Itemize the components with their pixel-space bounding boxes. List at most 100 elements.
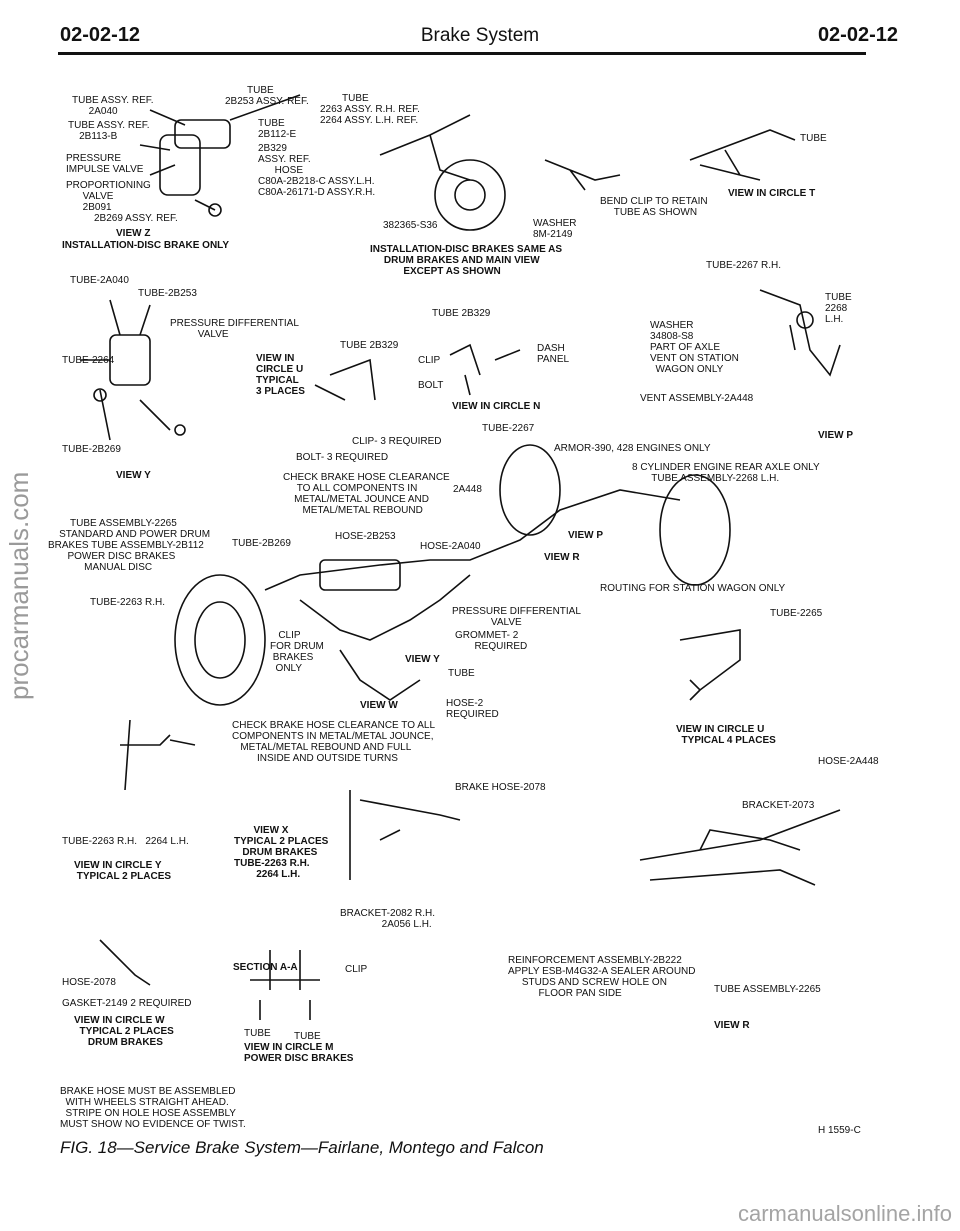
label-tube-2a040: TUBE-2A040 — [70, 275, 129, 286]
label-hose-2078: HOSE-2078 — [62, 977, 116, 988]
label-grommet: GROMMET- 2 REQUIRED — [455, 630, 528, 652]
label-tube-2b113: TUBE ASSY. REF. 2B113-B — [68, 120, 150, 142]
circle-u-drawing — [314, 358, 376, 401]
circle-y-drawing — [120, 719, 196, 791]
label-2b329-ref: 2B329 ASSY. REF. — [258, 143, 311, 165]
view-y-assembly — [80, 299, 186, 441]
side-watermark: procarmanuals.com — [4, 400, 36, 1000]
view-p-drawing — [759, 289, 841, 377]
label-dash-panel: DASH PANEL — [537, 343, 570, 365]
bottom-watermark: carmanualsonline.info — [737, 1201, 952, 1226]
main-routing — [174, 444, 731, 706]
label-view-x: VIEW X TYPICAL 2 PLACES DRUM BRAKES TUBE… — [234, 825, 329, 880]
header-rule — [58, 52, 866, 55]
label-view-r-mid: VIEW R — [544, 552, 580, 563]
circle-u4-drawing — [679, 629, 741, 701]
label-reinforcement: REINFORCEMENT ASSEMBLY-2B222 APPLY ESB-M… — [508, 955, 696, 999]
label-tube-2267-rh: TUBE-2267 R.H. — [706, 260, 782, 271]
label-view-p-mid: VIEW P — [568, 530, 604, 541]
label-tube-small: TUBE — [448, 668, 475, 679]
label-tube-2b112: TUBE 2B112-E — [258, 118, 297, 140]
label-view-y-small: VIEW Y — [405, 654, 440, 665]
label-washer-8m2149: WASHER 8M-2149 — [533, 218, 577, 240]
label-tube-2264: TUBE-2264 — [62, 355, 115, 366]
label-tube-2b253b: TUBE-2B253 — [138, 288, 197, 299]
side-watermark-text: procarmanuals.com — [4, 471, 34, 700]
view-z-assembly — [139, 94, 301, 217]
label-clip-section: CLIP — [345, 964, 368, 975]
label-2b269-assy: 2B269 ASSY. REF. — [94, 213, 178, 224]
label-tube-2263: TUBE 2263 ASSY. R.H. REF. 2264 ASSY. L.H… — [320, 93, 420, 126]
label-view-r: VIEW R — [714, 1020, 750, 1031]
label-382365-s36: 382365-S36 — [383, 220, 438, 231]
label-brake-hose-2078: BRAKE HOSE-2078 — [455, 782, 546, 793]
label-tube-a: TUBE — [244, 1028, 271, 1039]
label-view-circle-y: VIEW IN CIRCLE Y TYPICAL 2 PLACES — [74, 860, 172, 882]
label-tube-b: TUBE — [294, 1031, 321, 1042]
label-install-same: INSTALLATION-DISC BRAKES SAME AS DRUM BR… — [370, 244, 563, 277]
circle-t-drawing — [689, 129, 796, 181]
label-routing-station-wagon: ROUTING FOR STATION WAGON ONLY — [600, 583, 786, 594]
label-bolt-3-required: BOLT- 3 REQUIRED — [296, 452, 389, 463]
label-gasket: GASKET-2149 2 REQUIRED — [62, 998, 192, 1009]
figure-code: H 1559-C — [818, 1125, 861, 1136]
label-tube-2268: TUBE 2268 L.H. — [825, 292, 852, 325]
view-x-drawing — [349, 790, 461, 880]
section-aa-drawing — [250, 950, 320, 1020]
label-armor: ARMOR-390, 428 ENGINES ONLY — [554, 443, 711, 454]
label-tube-2267: TUBE-2267 — [482, 423, 535, 434]
label-tube-2263-rh: TUBE-2263 R.H. — [90, 597, 166, 608]
footnote: BRAKE HOSE MUST BE ASSEMBLED WITH WHEELS… — [60, 1086, 246, 1130]
label-2a448: 2A448 — [453, 484, 482, 495]
label-tube-top-right: TUBE — [800, 133, 827, 144]
label-vent-assembly: VENT ASSEMBLY-2A448 — [640, 393, 754, 404]
label-tube-2b269: TUBE-2B269 — [62, 444, 121, 455]
label-washer-34808: WASHER 34808-S8 PART OF AXLE VENT ON STA… — [650, 320, 739, 375]
label-section-aa: SECTION A-A — [233, 962, 298, 973]
label-view-circle-t: VIEW IN CIRCLE T — [728, 188, 816, 199]
label-view-z: VIEW Z — [116, 228, 151, 239]
label-tube-2265: TUBE-2265 — [770, 608, 823, 619]
circle-w-drawing — [99, 939, 151, 986]
label-clip-drum: CLIP FOR DRUM BRAKES ONLY — [270, 630, 324, 674]
label-view-w-small: VIEW W — [360, 700, 398, 711]
label-pdv2: PRESSURE DIFFERENTIAL VALVE — [452, 606, 581, 628]
brake-drum-disc — [434, 159, 506, 231]
label-hose-2: HOSE-2 REQUIRED — [446, 698, 499, 720]
label-bracket-2073: BRACKET-2073 — [742, 800, 815, 811]
figure-caption: FIG. 18—Service Brake System—Fairlane, M… — [60, 1138, 544, 1157]
label-pressure-valve: PRESSURE IMPULSE VALVE — [66, 153, 144, 175]
label-hose-c80a: HOSE C80A-2B218-C ASSY.L.H. C80A-26171-D… — [258, 165, 376, 198]
label-tube-2b253: TUBE 2B253 ASSY. REF. — [225, 85, 309, 107]
label-hose-2a448: HOSE-2A448 — [818, 756, 879, 767]
label-tube-assy-2a040: TUBE ASSY. REF. 2A040 — [72, 95, 154, 117]
section-title: Brake System — [420, 25, 540, 46]
label-tube-2b329-mid: TUBE 2B329 — [340, 340, 399, 351]
label-bolt-n: BOLT — [418, 380, 444, 391]
label-clip-n: CLIP — [418, 355, 441, 366]
label-check-hose-top: CHECK BRAKE HOSE CLEARANCE TO ALL COMPON… — [283, 472, 450, 516]
label-view-circle-u: VIEW IN CIRCLE U TYPICAL 3 PLACES — [256, 353, 305, 397]
label-view-circle-n: VIEW IN CIRCLE N — [452, 401, 541, 412]
label-clip-3-required: CLIP- 3 REQUIRED — [352, 436, 442, 447]
label-proportioning-valve: PROPORTIONING VALVE 2B091 — [66, 180, 151, 213]
view-n-drawing — [449, 343, 521, 396]
label-view-y: VIEW Y — [116, 470, 151, 481]
label-hose-2a040: HOSE-2A040 — [420, 541, 481, 552]
label-bend-clip: BEND CLIP TO RETAIN TUBE AS SHOWN — [600, 196, 708, 218]
label-tube-2b329-top: TUBE 2B329 — [432, 308, 491, 319]
label-bracket-2082: BRACKET-2082 R.H. 2A056 L.H. — [340, 908, 436, 930]
label-tube-2263-2264: TUBE-2263 R.H. 2264 L.H. — [62, 836, 189, 847]
label-view-p-top: VIEW P — [818, 430, 854, 441]
label-view-circle-m: VIEW IN CIRCLE M POWER DISC BRAKES — [244, 1042, 354, 1064]
label-install-disc-brake: INSTALLATION-DISC BRAKE ONLY — [62, 240, 230, 251]
label-view-circle-w: VIEW IN CIRCLE W TYPICAL 2 PLACES DRUM B… — [74, 1015, 174, 1048]
view-r-drawing — [639, 809, 841, 886]
label-8-cyl: 8 CYLINDER ENGINE REAR AXLE ONLY TUBE AS… — [632, 462, 820, 484]
label-check-hose-bottom: CHECK BRAKE HOSE CLEARANCE TO ALL COMPON… — [232, 720, 436, 764]
label-hose-2b253: HOSE-2B253 — [335, 531, 396, 542]
label-tube-assy-2265: TUBE ASSEMBLY-2265 STANDARD AND POWER DR… — [48, 518, 211, 573]
page-number-right: 02-02-12 — [817, 24, 898, 46]
label-pdv-valve: PRESSURE DIFFERENTIAL VALVE — [170, 318, 299, 340]
